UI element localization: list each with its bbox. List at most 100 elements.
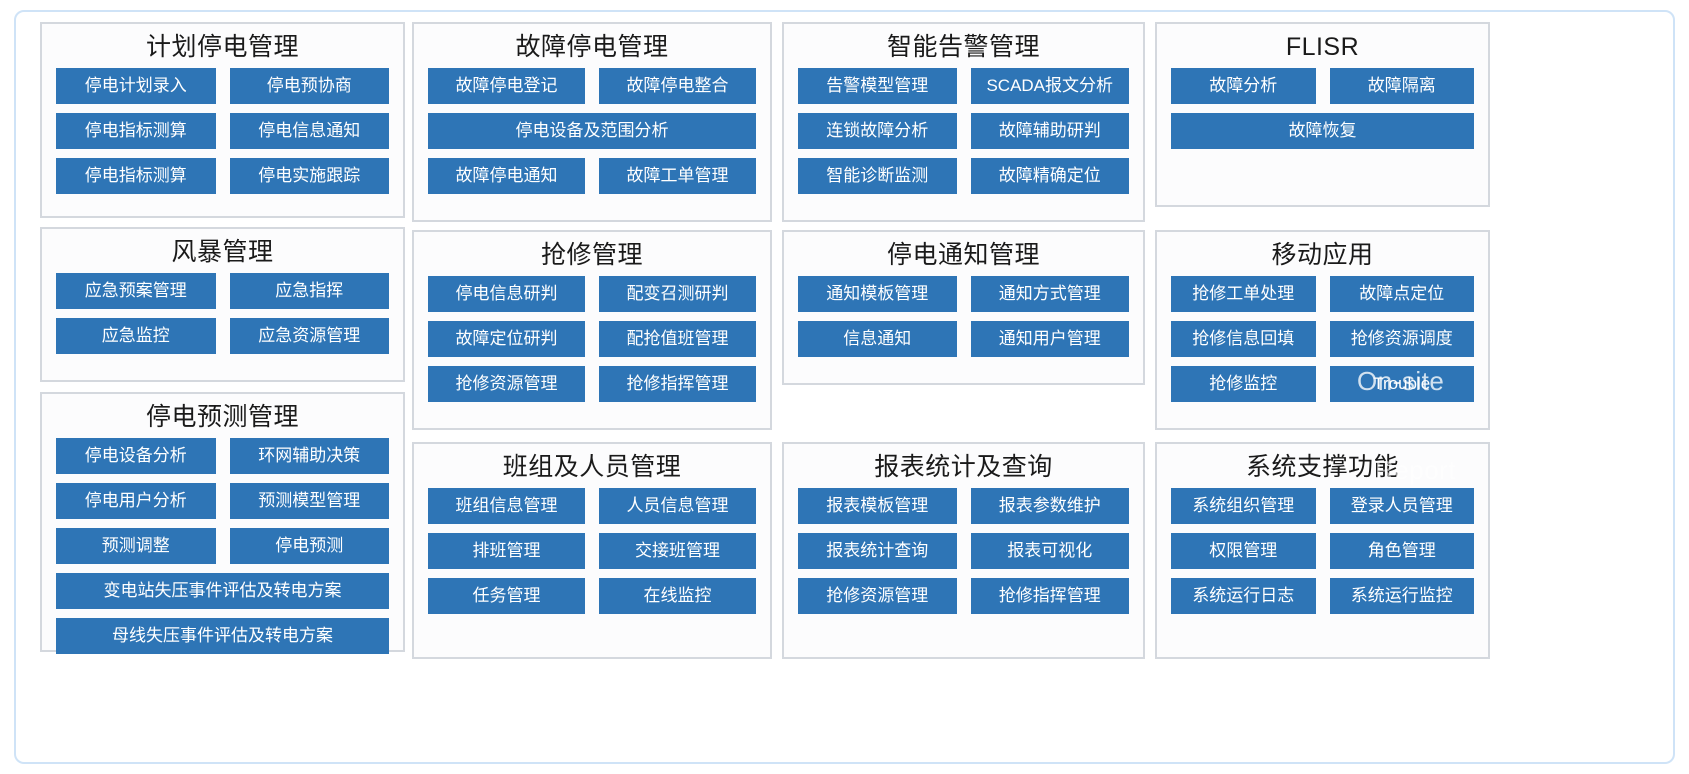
menu-button[interactable]: 通知模板管理 [798,275,957,312]
menu-button[interactable]: 人员信息管理 [599,487,756,524]
menu-button[interactable]: 停电指标测算 [56,157,216,194]
panel-outage-forecast: 停电预测管理停电设备分析环网辅助决策停电用户分析预测模型管理预测调整停电预测变电… [40,392,405,654]
menu-button[interactable]: 报表统计查询 [798,532,957,569]
button-row: 智能诊断监测故障精确定位 [798,157,1129,194]
menu-button[interactable]: 故障分析 [1171,67,1316,104]
menu-button[interactable]: 权限管理 [1171,532,1316,569]
menu-button[interactable]: 报表可视化 [970,532,1129,569]
menu-button[interactable]: 系统运行监控 [1329,577,1474,614]
panel-title-mobile-app: 移动应用 [1271,241,1374,269]
menu-button[interactable]: 抢修资源管理 [798,577,957,614]
menu-button[interactable]: 停电信息研判 [428,275,585,312]
menu-button[interactable]: 故障工单管理 [599,157,756,194]
button-row: 应急预案管理应急指挥 [56,272,389,309]
panel-storm: 风暴管理应急预案管理应急指挥应急监控应急资源管理 [40,227,405,382]
menu-button[interactable]: 停电计划录入 [56,67,216,104]
menu-button[interactable]: 通知用户管理 [970,320,1129,357]
menu-button[interactable]: 故障恢复 [1171,112,1474,149]
menu-button[interactable]: 预测模型管理 [229,482,389,519]
menu-button[interactable]: 交接班管理 [599,532,756,569]
menu-button[interactable]: 应急资源管理 [229,317,389,354]
menu-button[interactable]: Trouble [1329,365,1474,402]
panel-title-smart-alarm: 智能告警管理 [886,33,1040,61]
menu-button[interactable]: 故障停电登记 [428,67,585,104]
button-row: 应急监控应急资源管理 [56,317,389,354]
panel-buttons-system-support: 系统组织管理登录人员管理权限管理角色管理系统运行日志系统运行监控 [1157,487,1488,633]
menu-button[interactable]: 故障辅助研判 [970,112,1129,149]
button-row: 变电站失压事件评估及转电方案 [56,572,389,609]
panel-title-repair: 抢修管理 [540,241,643,269]
panel-buttons-fault-outage: 故障停电登记故障停电整合停电设备及范围分析故障停电通知故障工单管理 [414,67,770,213]
menu-button[interactable]: 信息通知 [798,320,957,357]
menu-button[interactable]: 停电实施跟踪 [229,157,389,194]
menu-button[interactable]: 母线失压事件评估及转电方案 [56,617,389,654]
button-row: 故障分析故障隔离 [1171,67,1474,104]
panel-planned-outage: 计划停电管理停电计划录入停电预协商停电指标测算停电信息通知停电指标测算停电实施跟… [40,22,405,218]
panel-buttons-storm: 应急预案管理应急指挥应急监控应急资源管理 [42,272,403,373]
menu-button[interactable]: 变电站失压事件评估及转电方案 [56,572,389,609]
button-row: 故障停电通知故障工单管理 [428,157,756,194]
button-row: 停电设备及范围分析 [428,112,756,149]
menu-button[interactable]: 抢修资源调度 [1329,320,1474,357]
button-row: 母线失压事件评估及转电方案 [56,617,389,654]
menu-button[interactable]: 配变召测研判 [599,275,756,312]
menu-button[interactable]: 停电设备分析 [56,437,216,474]
button-row: 信息通知通知用户管理 [798,320,1129,357]
menu-button[interactable]: 在线监控 [599,577,756,614]
menu-button[interactable]: 告警模型管理 [798,67,957,104]
panel-system-support: 系统支撑功能系统组织管理登录人员管理权限管理角色管理系统运行日志系统运行监控 [1155,442,1490,659]
panel-title-fault-outage: 故障停电管理 [515,33,669,61]
button-row: 故障恢复 [1171,112,1474,149]
menu-button[interactable]: 故障停电通知 [428,157,585,194]
panel-title-planned-outage: 计划停电管理 [145,33,299,61]
button-row: 停电用户分析预测模型管理 [56,482,389,519]
menu-button[interactable]: 角色管理 [1329,532,1474,569]
button-row: 报表模板管理报表参数维护 [798,487,1129,524]
menu-button[interactable]: 故障隔离 [1329,67,1474,104]
menu-button[interactable]: 报表参数维护 [970,487,1129,524]
menu-button[interactable]: 智能诊断监测 [798,157,957,194]
menu-button[interactable]: 抢修指挥管理 [970,577,1129,614]
menu-button[interactable]: 应急预案管理 [56,272,216,309]
menu-button[interactable]: 故障停电整合 [599,67,756,104]
menu-button[interactable]: 故障点定位 [1329,275,1474,312]
panel-title-report-stats: 报表统计及查询 [874,453,1053,481]
menu-button[interactable]: 排班管理 [428,532,585,569]
menu-button[interactable]: 抢修信息回填 [1171,320,1316,357]
menu-button[interactable]: 系统运行日志 [1171,577,1316,614]
menu-button[interactable]: 抢修资源管理 [428,365,585,402]
menu-button[interactable]: 班组信息管理 [428,487,585,524]
menu-button[interactable]: 连锁故障分析 [798,112,957,149]
panel-buttons-team-personnel: 班组信息管理人员信息管理排班管理交接班管理任务管理在线监控 [414,487,770,633]
menu-button[interactable]: 停电设备及范围分析 [428,112,756,149]
menu-button[interactable]: 通知方式管理 [970,275,1129,312]
menu-button[interactable]: 配抢值班管理 [599,320,756,357]
menu-button[interactable]: SCADA报文分析 [970,67,1129,104]
menu-button[interactable]: 故障定位研判 [428,320,585,357]
menu-button[interactable]: 任务管理 [428,577,585,614]
menu-button[interactable]: 抢修指挥管理 [599,365,756,402]
button-row: 抢修监控 Trouble [1171,365,1474,402]
menu-button[interactable]: 抢修监控 [1171,365,1316,402]
menu-button[interactable]: 预测调整 [56,527,216,564]
menu-button[interactable]: 报表模板管理 [798,487,957,524]
menu-button[interactable]: 环网辅助决策 [229,437,389,474]
menu-button[interactable]: 停电信息通知 [229,112,389,149]
panel-fault-outage: 故障停电管理故障停电登记故障停电整合停电设备及范围分析故障停电通知故障工单管理 [412,22,772,222]
menu-button[interactable]: 停电指标测算 [56,112,216,149]
menu-button[interactable]: 停电预协商 [229,67,389,104]
panel-outage-notice: 停电通知管理通知模板管理通知方式管理信息通知通知用户管理 [782,230,1145,385]
button-row: 任务管理在线监控 [428,577,756,614]
menu-button[interactable]: 停电预测 [229,527,389,564]
menu-button[interactable]: 应急指挥 [229,272,389,309]
menu-button[interactable]: 抢修工单处理 [1171,275,1316,312]
menu-button[interactable]: 应急监控 [56,317,216,354]
button-row: 报表统计查询报表可视化 [798,532,1129,569]
menu-button[interactable]: 系统组织管理 [1171,487,1316,524]
menu-button[interactable]: 停电用户分析 [56,482,216,519]
menu-button[interactable]: 登录人员管理 [1329,487,1474,524]
panel-buttons-flisr: 故障分析故障隔离故障恢复 [1157,67,1488,168]
menu-button[interactable]: 故障精确定位 [970,157,1129,194]
